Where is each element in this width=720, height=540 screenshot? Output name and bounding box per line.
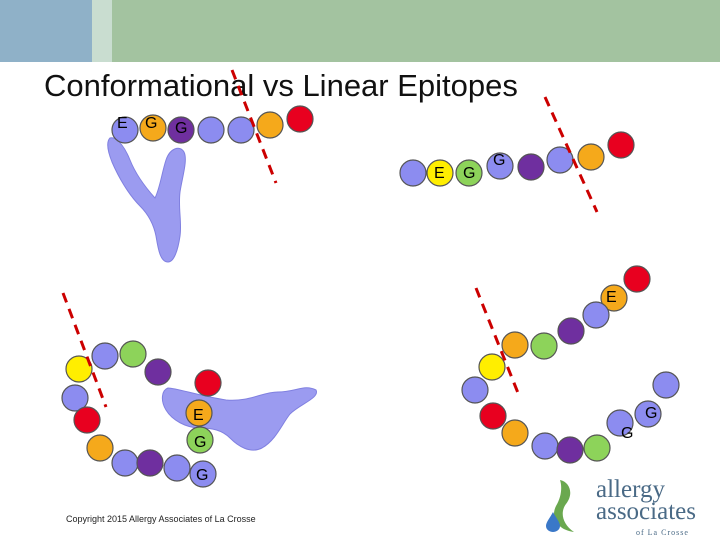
label-g-1: G [145, 115, 157, 132]
bead-4 [198, 117, 224, 143]
bead-1 [624, 266, 650, 292]
label-e-3: E [606, 289, 617, 306]
label-g-7: G [621, 425, 633, 442]
copyright-text: Copyright 2015 Allergy Associates of La … [66, 514, 256, 524]
label-g-3: G [463, 165, 475, 182]
bead-7 [578, 144, 604, 170]
label-g-6: G [196, 467, 208, 484]
chain-top-left [112, 70, 313, 183]
label-g-2: G [175, 120, 187, 137]
bead-4 [120, 341, 146, 367]
bead-1 [400, 160, 426, 186]
label-e-2: E [434, 165, 445, 182]
label-e-4: E [193, 407, 204, 424]
bead-11 [164, 455, 190, 481]
label-g-4: G [493, 152, 505, 169]
chain-bottom-left [62, 293, 221, 487]
label-e-1: E [117, 115, 128, 132]
bead-6 [195, 370, 221, 396]
bead-5 [145, 359, 171, 385]
bead-5 [531, 333, 557, 359]
bead-10 [502, 420, 528, 446]
bead-16 [653, 372, 679, 398]
bead-10 [137, 450, 163, 476]
bead-8 [608, 132, 634, 158]
bead-7 [479, 354, 505, 380]
bead-8 [87, 435, 113, 461]
bead-5 [518, 154, 544, 180]
allergy-associates-logo: allergy associates of La Crosse [540, 476, 715, 538]
bead-7 [74, 407, 100, 433]
bead-3 [92, 343, 118, 369]
bead-9 [480, 403, 506, 429]
bead-7 [287, 106, 313, 132]
logo-mark-icon [540, 476, 596, 538]
bead-4 [558, 318, 584, 344]
bead-8 [462, 377, 488, 403]
bead-5 [228, 117, 254, 143]
bead-9 [112, 450, 138, 476]
bead-12 [557, 437, 583, 463]
antibody-bottom [162, 388, 316, 450]
logo-text-line3: of La Crosse [636, 528, 689, 537]
bead-6 [257, 112, 283, 138]
bead-13 [584, 435, 610, 461]
label-g-5: G [194, 434, 206, 451]
bead-6 [502, 332, 528, 358]
bead-11 [532, 433, 558, 459]
logo-text-line2: associates [596, 498, 696, 526]
chain-top-right [400, 97, 634, 212]
chain-bottom-right [462, 266, 679, 463]
antibody-top-left [108, 138, 186, 262]
label-g-8: G [645, 405, 657, 422]
